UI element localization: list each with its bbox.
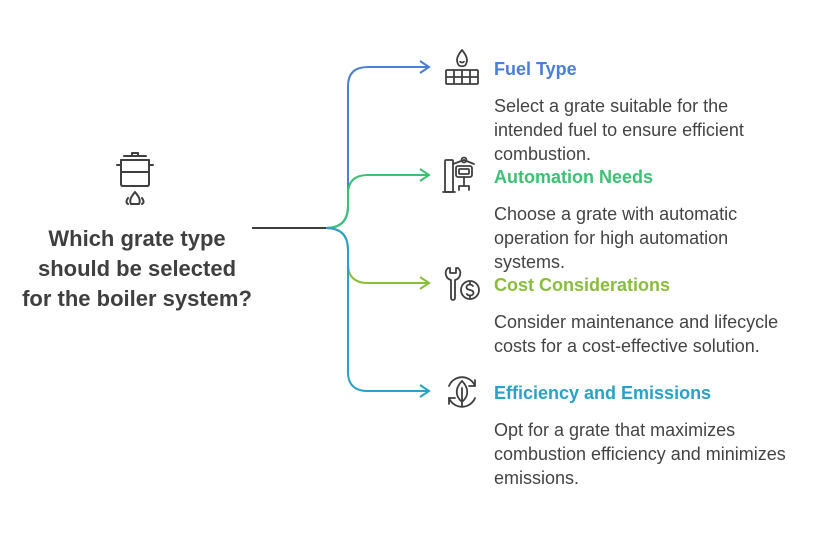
robot-arm-icon: [442, 156, 475, 193]
flame-grate-icon: [445, 49, 479, 85]
branch-title: Automation Needs: [494, 167, 654, 187]
boiler-pot-icon: [116, 152, 154, 205]
branch-title: Fuel Type: [494, 59, 577, 79]
connector-automation: [325, 174, 428, 229]
central-question: Which grate type should be selected for …: [22, 226, 252, 311]
branch-description: Consider maintenance and lifecycle costs…: [494, 312, 779, 356]
arrow-automation: [419, 168, 431, 182]
branch-description: Choose a grate with automatic operation …: [494, 204, 738, 272]
connector-efficiency: [325, 227, 428, 392]
arrow-efficiency: [419, 384, 431, 398]
eco-cycle-icon: [448, 376, 476, 408]
branch-title: Cost Considerations: [494, 275, 671, 295]
connector-fuel: [325, 66, 428, 229]
connector-cost: [325, 227, 428, 284]
branch-description: Opt for a grate that maximizes combustio…: [494, 420, 786, 488]
wrench-dollar-icon: [444, 267, 480, 301]
arrow-fuel: [419, 60, 431, 74]
branch-description: Select a grate suitable for the intended…: [494, 96, 744, 164]
arrow-cost: [419, 276, 431, 290]
branch-title: Efficiency and Emissions: [494, 383, 712, 403]
